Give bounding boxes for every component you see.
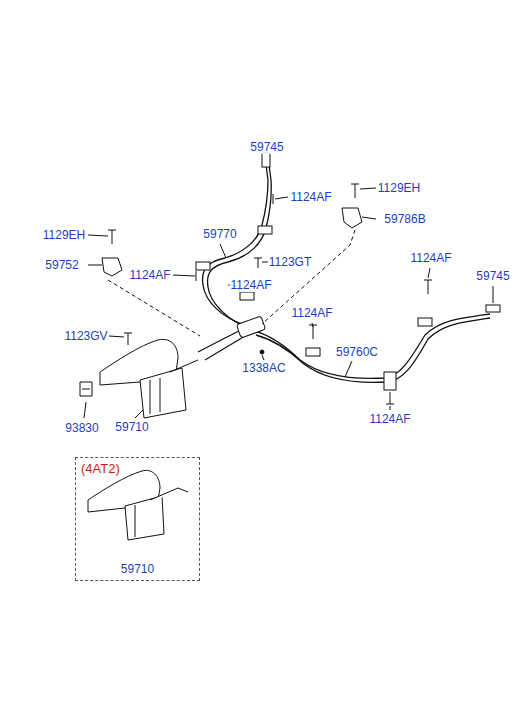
callout-number: 1124AF — [229, 278, 272, 292]
callout-number: 59770 — [202, 227, 237, 241]
cable-end — [486, 305, 500, 312]
callout-number: 1129EH — [377, 181, 421, 195]
callout-number: 59752 — [44, 258, 79, 272]
callout-number: 1123GT — [268, 255, 312, 269]
clip — [240, 292, 254, 300]
callout-number: 1338AC — [241, 361, 286, 375]
dashed-leader — [262, 230, 355, 324]
callout-number: 1123GV — [63, 329, 108, 343]
cable — [203, 165, 268, 326]
clip — [306, 348, 320, 356]
clip — [258, 226, 272, 234]
callout-number: 1124AF — [290, 306, 333, 320]
cable — [208, 165, 272, 330]
cable — [256, 318, 490, 382]
bracket — [384, 372, 396, 390]
callout-number: 1124AF — [289, 190, 332, 204]
callout-number: 1124AF — [368, 412, 411, 426]
variant-label: (4AT2) — [81, 461, 120, 476]
callout-number: 59710 — [121, 562, 154, 576]
callout-number: 59760C — [335, 345, 379, 359]
lever-4AT2 — [88, 470, 188, 540]
variant-box: (4AT2) 59710 — [75, 457, 200, 581]
clip — [196, 262, 210, 270]
callout-number: 59710 — [114, 420, 149, 434]
cable-end — [262, 153, 270, 167]
callout-number: 93830 — [64, 421, 99, 435]
callout-number: 1124AF — [128, 268, 171, 282]
dashed-leader — [108, 280, 200, 336]
callout-number: 1129EH — [42, 228, 86, 242]
equalizer — [236, 316, 265, 338]
bracket-59786B — [342, 208, 362, 228]
leader-line — [84, 188, 493, 418]
callout-number: 59745 — [249, 140, 284, 154]
clip — [418, 318, 432, 326]
callout-number: 59745 — [475, 269, 510, 283]
callout-number: 1124AF — [409, 251, 452, 265]
lever-59710 — [80, 339, 198, 418]
bracket-59752 — [102, 258, 122, 276]
callout-number: 59786B — [383, 212, 426, 226]
